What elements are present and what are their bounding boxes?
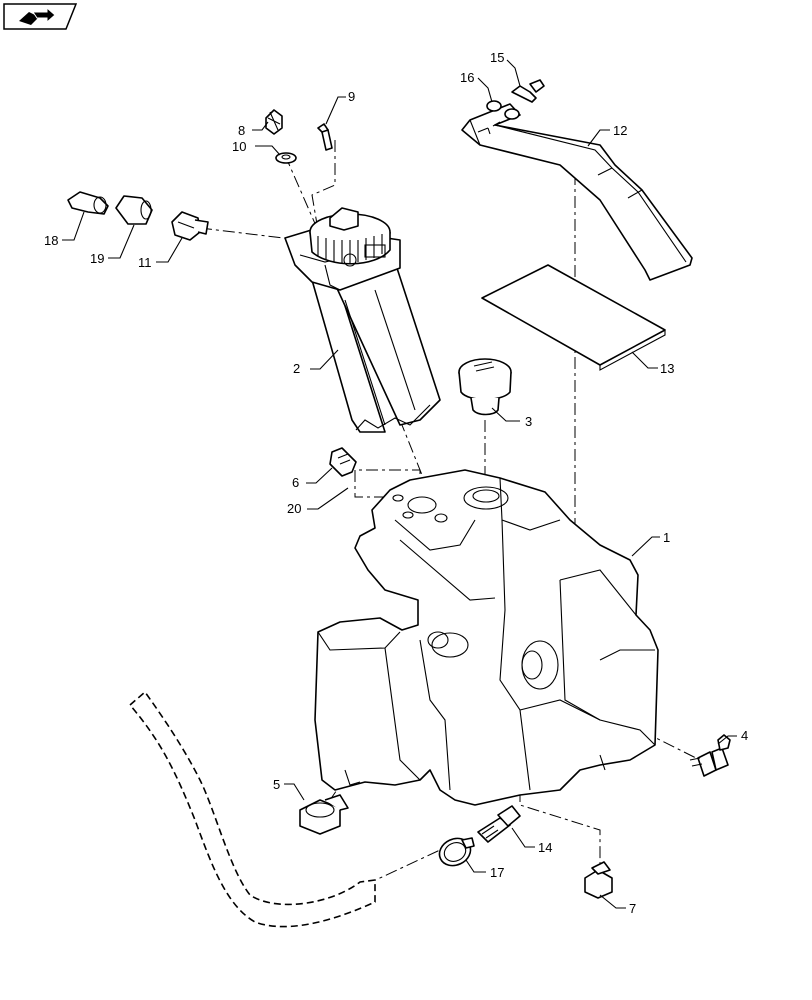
callout-18: 18 (44, 233, 58, 248)
part-10-washer (275, 152, 297, 164)
part-1-fuel-tank (314, 469, 659, 806)
part-11-fitting (171, 211, 209, 241)
part-15-bolts (511, 79, 545, 103)
callout-2: 2 (293, 361, 300, 376)
part-9-screw (317, 123, 333, 151)
part-6-fitting (329, 447, 357, 477)
part-4-sensor (689, 734, 731, 777)
part-8-bolt (265, 109, 283, 135)
part-17-clamp (438, 837, 475, 867)
callout-11: 11 (138, 255, 152, 270)
callout-7: 7 (629, 901, 636, 916)
part-19-nut (115, 195, 153, 225)
nav-badge[interactable] (3, 3, 77, 30)
part-5-fitting (299, 794, 349, 835)
callout-17: 17 (490, 865, 504, 880)
part-18-hose-fitting (67, 191, 109, 215)
callout-4: 4 (741, 728, 748, 743)
callout-3: 3 (525, 414, 532, 429)
book-arrow-icon (19, 6, 56, 25)
callout-6: 6 (292, 475, 299, 490)
callout-15: 15 (490, 50, 504, 65)
part-3-filler-cap (458, 358, 512, 416)
callout-19: 19 (90, 251, 104, 266)
callout-12: 12 (613, 123, 627, 138)
callout-16: 16 (460, 70, 474, 85)
leader-lines (62, 59, 737, 909)
part-16-washers (486, 100, 520, 120)
callout-9: 9 (348, 89, 355, 104)
part-7-plug (584, 861, 613, 899)
callout-10: 10 (232, 139, 246, 154)
callout-8: 8 (238, 123, 245, 138)
part-12-strap (461, 103, 693, 281)
part-13-pad (481, 264, 666, 371)
callout-20: 20 (287, 501, 301, 516)
callout-13: 13 (660, 361, 674, 376)
part-2-fuel-filter (284, 207, 441, 433)
part-14-hose-barb (477, 805, 521, 843)
callout-5: 5 (273, 777, 280, 792)
fuel-hose (129, 691, 376, 928)
callout-14: 14 (538, 840, 552, 855)
callout-labels: 1 2 3 4 5 6 7 8 9 10 11 12 13 14 15 16 1… (44, 50, 748, 916)
callout-1: 1 (663, 530, 670, 545)
